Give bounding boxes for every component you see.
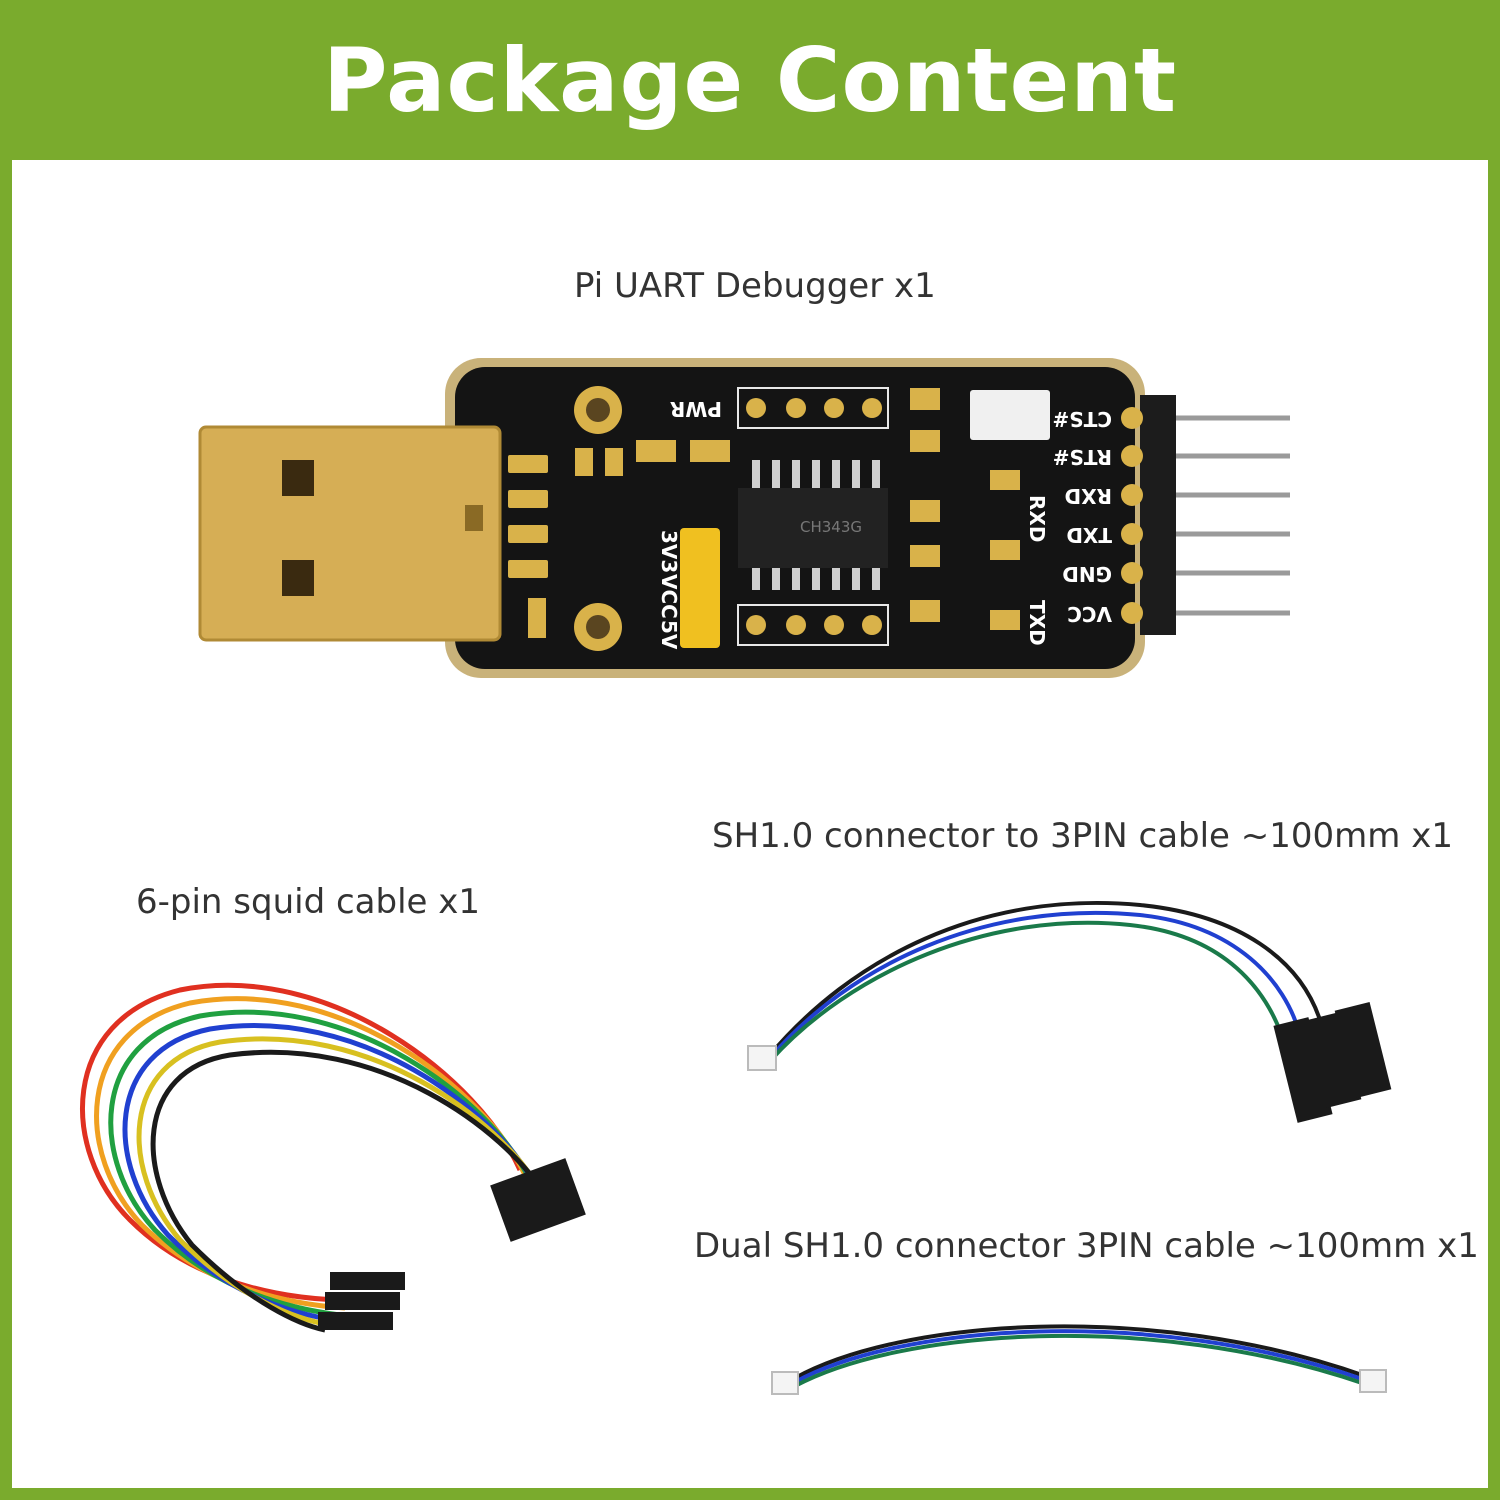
sh-cable-caption: SH1.0 connector to 3PIN cable ~100mm x1 [712,816,1453,856]
sh10-plug [747,1045,777,1071]
pad-rows [737,387,889,646]
ch343g-chip [738,488,888,568]
led-label-txd: TXD [1025,600,1049,646]
pin-label-cts: CTS# [1053,407,1112,431]
sh10-3pin-cable [747,900,1392,1123]
page-title: Package Content [322,28,1178,132]
jumper-label-3v3: 3V3 [657,530,681,573]
dual-sh10-cable [771,1324,1387,1395]
pin-labels: CTS# RTS# RXD TXD GND VCC [1053,407,1112,626]
header-pins [1175,415,1290,616]
voltage-jumper[interactable] [680,528,720,648]
dual-sh10-plug-right [1359,1369,1387,1393]
pin-label-gnd: GND [1062,562,1112,586]
dual-sh-cable-caption: Dual SH1.0 connector 3PIN cable ~100mm x… [694,1226,1479,1266]
page-header: Package Content [0,0,1500,160]
dupont-housings [1273,1001,1392,1123]
squid-single-housings [318,1272,405,1330]
squid-cable-caption: 6-pin squid cable x1 [136,882,481,922]
chip-label: CH343G [800,518,862,536]
squid-cable [80,982,586,1333]
pin-header-block [1140,395,1176,635]
pin-label-rts: RTS# [1053,445,1112,469]
debugger-caption: Pi UART Debugger x1 [574,266,936,306]
usb-slot-top [282,460,314,496]
pin-label-txd: TXD [1066,523,1112,547]
pin-label-vcc: VCC [1067,602,1112,626]
squid-6pin-housing [490,1158,586,1242]
pwr-label: PWR [670,397,722,421]
jumper-label-vcc: VCC [657,574,681,619]
uart-debugger-board: CTS# RTS# RXD TXD GND VCC CH343G [198,358,1290,678]
dual-sh10-plug-left [771,1371,799,1395]
sh10-board-connector [970,390,1050,440]
usb-connector [200,427,500,640]
jumper-label-5v: 5V [657,620,681,650]
jumper-labels: 3V3 VCC 5V [657,530,681,650]
led-label-rxd: RXD [1025,495,1049,542]
usb-slot-bottom [282,560,314,596]
pin-label-rxd: RXD [1065,484,1112,508]
